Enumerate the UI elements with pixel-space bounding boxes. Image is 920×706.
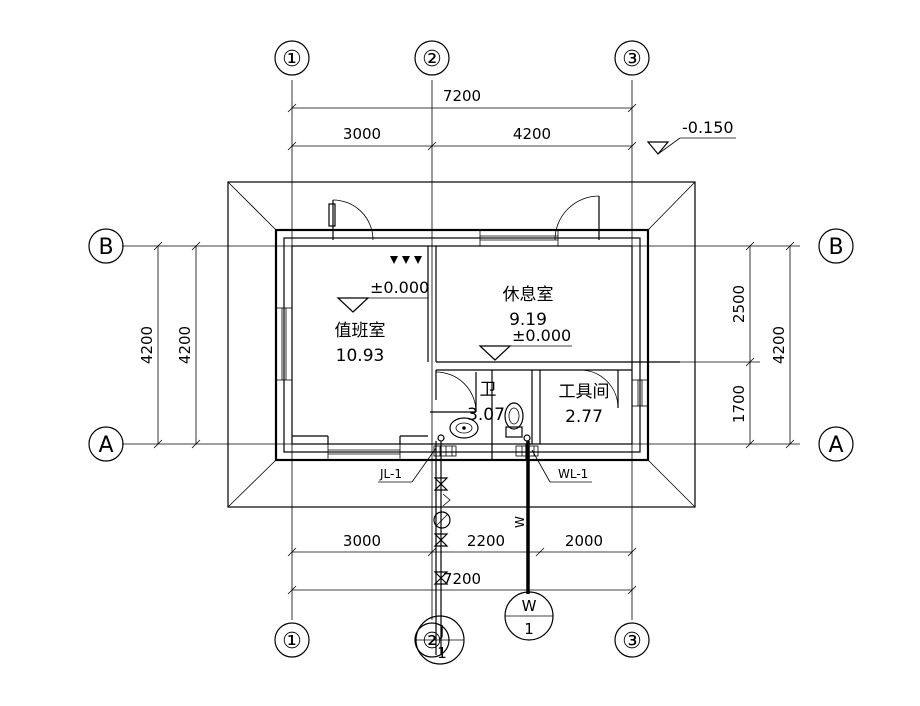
room-tool-name: 工具间 bbox=[559, 382, 610, 402]
dim-right-total: 4200 bbox=[770, 326, 788, 364]
level-duty-text: ±0.000 bbox=[370, 278, 429, 297]
axis-right-a: A bbox=[828, 433, 843, 458]
top-dimensions bbox=[287, 103, 637, 151]
bottom-dimensions bbox=[287, 547, 637, 595]
dim-bottom-total: 7200 bbox=[443, 570, 481, 588]
axis-top-3: ③ bbox=[622, 47, 642, 72]
outside-level-text: -0.150 bbox=[682, 118, 734, 137]
dim-bottom-seg3: 2000 bbox=[565, 532, 603, 550]
axis-bottom-1: ① bbox=[282, 629, 302, 654]
waste-pipe-mark: W bbox=[513, 516, 527, 528]
doors bbox=[328, 195, 619, 460]
waste-riser-label: WL-1 bbox=[558, 467, 588, 481]
supply-riser-label: JL-1 bbox=[379, 467, 402, 481]
supply-index-top: J bbox=[439, 622, 444, 640]
interior-walls bbox=[292, 246, 680, 444]
waste-line bbox=[515, 434, 592, 594]
outside-level-marker bbox=[646, 137, 736, 155]
room-rest-area: 9.19 bbox=[509, 310, 547, 330]
sanitary-fixtures bbox=[390, 256, 524, 439]
dim-bottom-seg2: 2200 bbox=[467, 532, 505, 550]
right-dimensions bbox=[680, 241, 795, 449]
room-duty-area: 10.93 bbox=[336, 346, 385, 366]
room-wc-name: 卫 bbox=[480, 380, 497, 400]
supply-index-bottom: 1 bbox=[437, 644, 447, 662]
axis-bubbles bbox=[88, 40, 854, 658]
axis-top-2: ② bbox=[422, 47, 442, 72]
dim-left-inner: 4200 bbox=[176, 326, 194, 364]
waste-index-bubble bbox=[504, 591, 554, 641]
dim-left-outer: 4200 bbox=[138, 326, 156, 364]
axis-bottom-3: ③ bbox=[622, 629, 642, 654]
level-marker-rest bbox=[478, 345, 572, 361]
room-tool-area: 2.77 bbox=[565, 407, 603, 427]
roof-outline bbox=[227, 181, 696, 508]
dim-right-upper: 2500 bbox=[730, 285, 748, 323]
dim-top-seg2: 4200 bbox=[513, 125, 551, 143]
axis-left-a: A bbox=[98, 433, 113, 458]
axis-left-b: B bbox=[98, 235, 113, 260]
dim-right-lower: 1700 bbox=[730, 385, 748, 423]
level-rest-text: ±0.000 bbox=[512, 326, 571, 345]
room-duty-name: 值班室 bbox=[335, 321, 386, 341]
waste-index-bottom: 1 bbox=[524, 620, 534, 638]
grid-lines bbox=[122, 80, 800, 620]
water-supply-line bbox=[378, 434, 457, 655]
axis-bottom-2: ② bbox=[422, 629, 442, 654]
supply-index-bubble bbox=[415, 615, 465, 665]
room-wc-area: 3.07 bbox=[467, 405, 505, 425]
dim-top-seg1: 3000 bbox=[343, 125, 381, 143]
waste-index-top: W bbox=[522, 597, 537, 615]
axis-top-1: ① bbox=[282, 47, 302, 72]
room-rest-name: 休息室 bbox=[503, 285, 554, 305]
left-dimensions bbox=[153, 241, 201, 449]
dim-top-total: 7200 bbox=[443, 87, 481, 105]
level-marker-duty bbox=[336, 297, 428, 313]
dim-bottom-seg1: 3000 bbox=[343, 532, 381, 550]
axis-right-b: B bbox=[828, 235, 843, 260]
